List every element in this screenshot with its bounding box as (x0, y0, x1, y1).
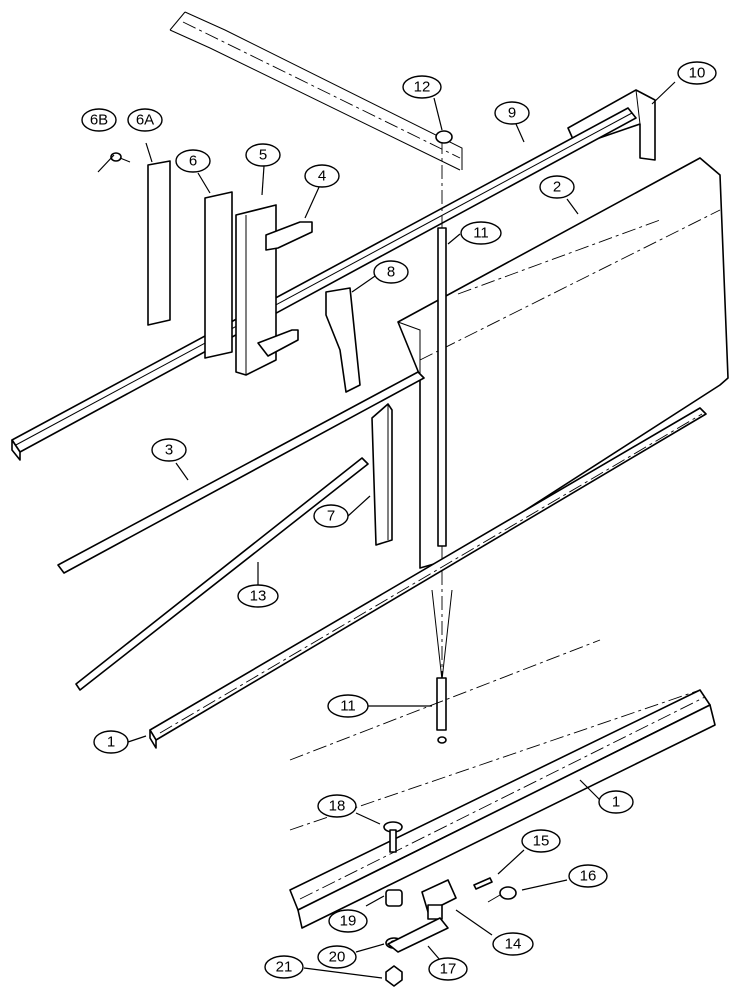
part-12-nut (435, 130, 453, 144)
part-1-lower-frame (289, 639, 716, 929)
callout-13: 13 (237, 584, 279, 608)
callout-19: 19 (328, 909, 368, 933)
part-4-bracket (257, 221, 313, 357)
callout-6b: 6B (81, 108, 117, 132)
svg-text:12: 12 (414, 79, 431, 96)
svg-text:19: 19 (340, 913, 357, 930)
part-17-arm (387, 917, 449, 953)
part-1-bottom-angle-upper (149, 407, 707, 749)
svg-text:6A: 6A (136, 112, 154, 129)
svg-text:15: 15 (533, 833, 550, 850)
part-6a-plate (147, 160, 171, 326)
callout-1-lower-angle: 1 (93, 730, 129, 754)
part-14-latch (421, 879, 457, 920)
callout-15: 15 (521, 829, 561, 853)
upper-frame-rail (169, 11, 463, 171)
callout-1-lower-frame: 1 (598, 790, 634, 814)
callout-17: 17 (428, 957, 468, 981)
svg-text:6: 6 (189, 153, 197, 170)
svg-text:21: 21 (276, 959, 293, 976)
svg-text:1: 1 (107, 734, 115, 751)
part-9-angle-rail (11, 107, 637, 461)
svg-text:2: 2 (553, 179, 561, 196)
part-13-tie-rod (75, 457, 369, 691)
part-7-gusset (371, 403, 393, 546)
callout-14: 14 (492, 932, 534, 956)
svg-text:18: 18 (329, 798, 346, 815)
svg-text:13: 13 (250, 588, 267, 605)
part-15-pin (473, 877, 493, 890)
svg-text:5: 5 (259, 147, 267, 164)
callout-10: 10 (677, 61, 717, 85)
callout-20: 20 (317, 945, 357, 969)
callout-6a: 6A (127, 108, 163, 132)
part-8-support (325, 287, 361, 393)
svg-text:11: 11 (473, 225, 489, 242)
callout-18: 18 (317, 794, 357, 818)
svg-text:10: 10 (689, 65, 706, 82)
callout-3: 3 (151, 438, 187, 462)
part-11-rod-upper (431, 140, 453, 681)
callout-9: 9 (494, 101, 530, 125)
svg-text:1: 1 (612, 794, 620, 811)
callout-5: 5 (245, 143, 281, 167)
svg-text:11: 11 (340, 698, 356, 715)
callout-11-lower: 11 (327, 694, 369, 718)
callout-8: 8 (373, 260, 409, 284)
svg-text:17: 17 (440, 961, 457, 978)
svg-text:20: 20 (329, 949, 346, 966)
svg-text:4: 4 (318, 168, 326, 185)
svg-text:14: 14 (505, 936, 522, 953)
callout-7: 7 (313, 504, 349, 528)
part-11-rod-lower (436, 677, 447, 744)
part-2-side-panel (397, 157, 729, 569)
part-6b-bolt (110, 152, 131, 163)
callout-6: 6 (175, 149, 211, 173)
svg-text:8: 8 (387, 264, 395, 281)
svg-text:3: 3 (165, 442, 173, 459)
part-6-plate (204, 191, 233, 359)
svg-text:6B: 6B (90, 112, 108, 129)
part-21-nut (385, 965, 403, 987)
svg-text:7: 7 (327, 508, 335, 525)
callout-21: 21 (264, 955, 304, 979)
part-3-angle-strip (57, 371, 425, 574)
callout-4: 4 (304, 164, 340, 188)
callout-11-upper: 11 (460, 221, 502, 245)
leader-lines (97, 81, 676, 979)
callout-16: 16 (568, 864, 608, 888)
callout-2: 2 (539, 175, 575, 199)
svg-text:16: 16 (580, 868, 597, 885)
part-16-clip (487, 886, 517, 903)
part-18-bolt (383, 821, 403, 853)
svg-text:9: 9 (508, 105, 516, 122)
callout-12: 12 (402, 75, 442, 99)
part-19-spacer (385, 889, 403, 907)
